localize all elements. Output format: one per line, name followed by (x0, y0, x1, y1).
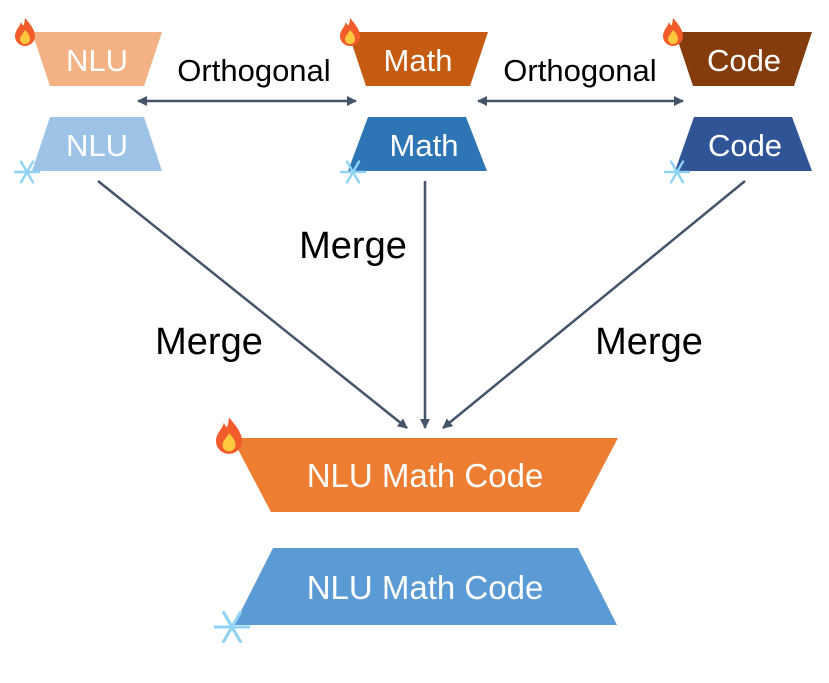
fire-icon (216, 417, 242, 454)
nlu-frozen-label: NLU (66, 128, 128, 163)
orthogonal-label-left: Orthogonal (177, 53, 330, 88)
fire-icon (15, 18, 35, 46)
snowflake-icon (339, 160, 367, 184)
merge-label-center: Merge (299, 225, 407, 267)
orthogonal-relation-right: Orthogonal (477, 53, 684, 106)
merged-frozen-block: NLU Math Code (234, 548, 617, 625)
math-frozen-block: Math (348, 117, 487, 171)
nlu-trainable-shape (32, 32, 162, 86)
merge-label-right: Merge (595, 321, 703, 363)
math-frozen-label: Math (390, 128, 459, 163)
math-trainable-block: Math (348, 32, 488, 86)
merged-trainable-block: NLU Math Code (232, 438, 618, 512)
math-trainable-label: Math (384, 43, 453, 78)
math-trainable-shape (348, 32, 488, 86)
nlu-trainable-label: NLU (66, 43, 128, 78)
merged-frozen-label: NLU Math Code (307, 569, 544, 606)
merge-label-left: Merge (155, 321, 263, 363)
merged-frozen-shape (234, 548, 617, 625)
nlu-trainable-block: NLU (32, 32, 162, 86)
merged-trainable-shape (232, 438, 618, 512)
code-frozen-label: Code (708, 128, 782, 163)
merged-trainable-label: NLU Math Code (307, 457, 544, 494)
snowflake-icon (213, 610, 251, 644)
code-frozen-block: Code (675, 117, 812, 171)
fire-icon (340, 18, 360, 46)
nlu-frozen-block: NLU (32, 117, 162, 171)
code-trainable-block: Code (675, 32, 812, 86)
orthogonal-relation-left: Orthogonal (137, 53, 357, 106)
nlu-frozen-shape (32, 117, 162, 171)
merge-arrow-code (442, 180, 746, 429)
code-trainable-label: Code (707, 43, 781, 78)
code-trainable-shape (675, 32, 812, 86)
merge-arrow-nlu (97, 180, 408, 429)
code-frozen-shape (675, 117, 812, 171)
fire-icon (663, 18, 683, 46)
orthogonal-label-right: Orthogonal (503, 53, 656, 88)
snowflake-icon (663, 160, 691, 184)
snowflake-icon (13, 160, 41, 184)
math-frozen-shape (348, 117, 487, 171)
